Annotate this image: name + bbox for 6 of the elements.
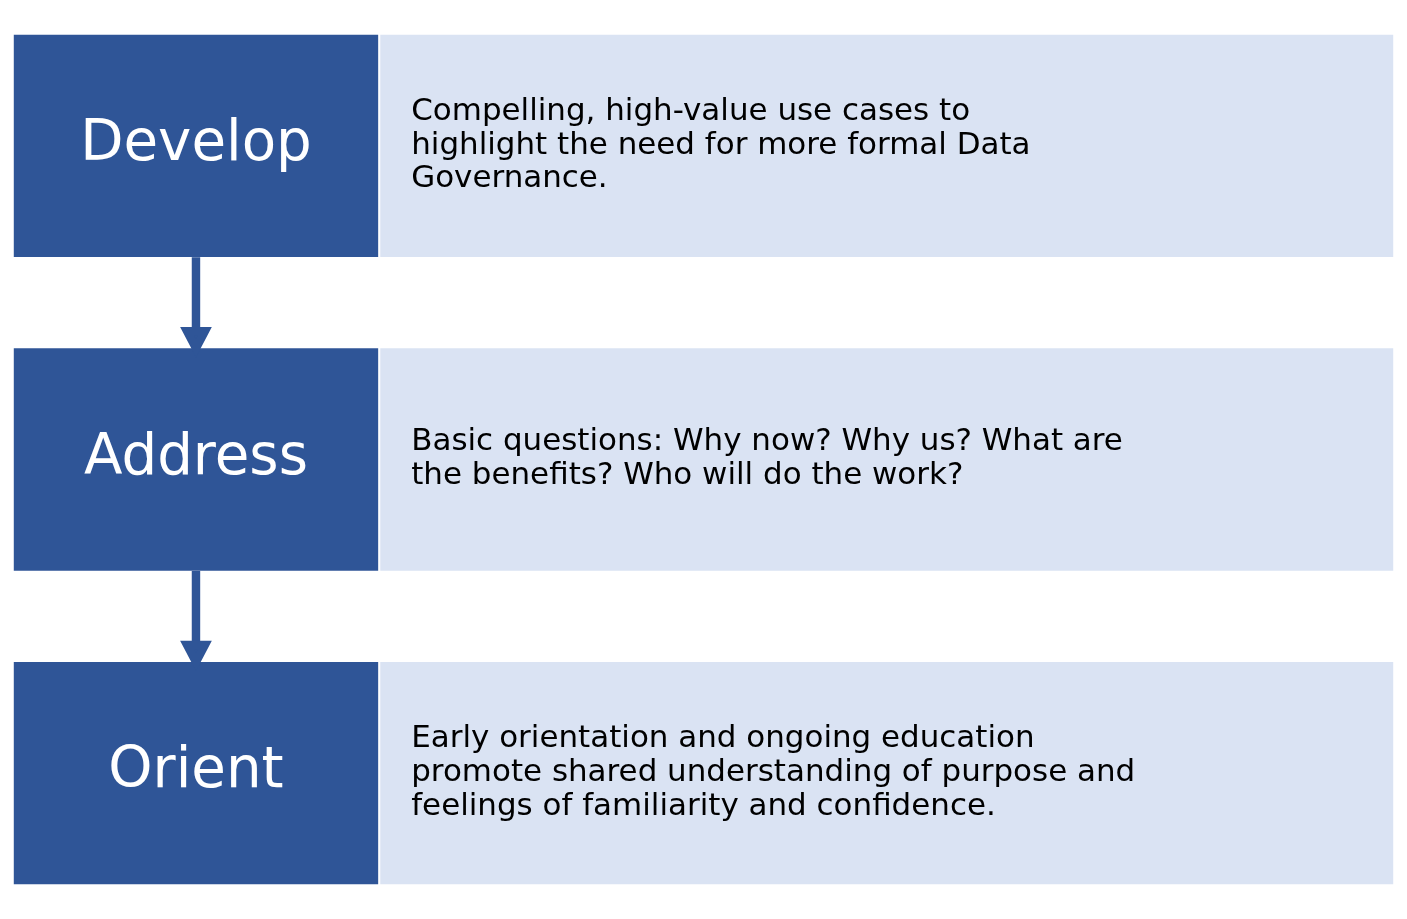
node-box: Early orientation and ongoing education promote shared understanding of purpose and feelings of familiarity and confidence. [380, 662, 1394, 885]
node-box: Compelling, high-value use cases to highlight the need for more formal Data Governance. [380, 34, 1394, 257]
node-box: Orient [13, 662, 379, 885]
node-box: Address [13, 348, 379, 571]
node-box: Develop [13, 34, 379, 257]
node-box: Basic questions: Why now? Why us? What are the benefits? Who will do the work? [380, 348, 1394, 571]
